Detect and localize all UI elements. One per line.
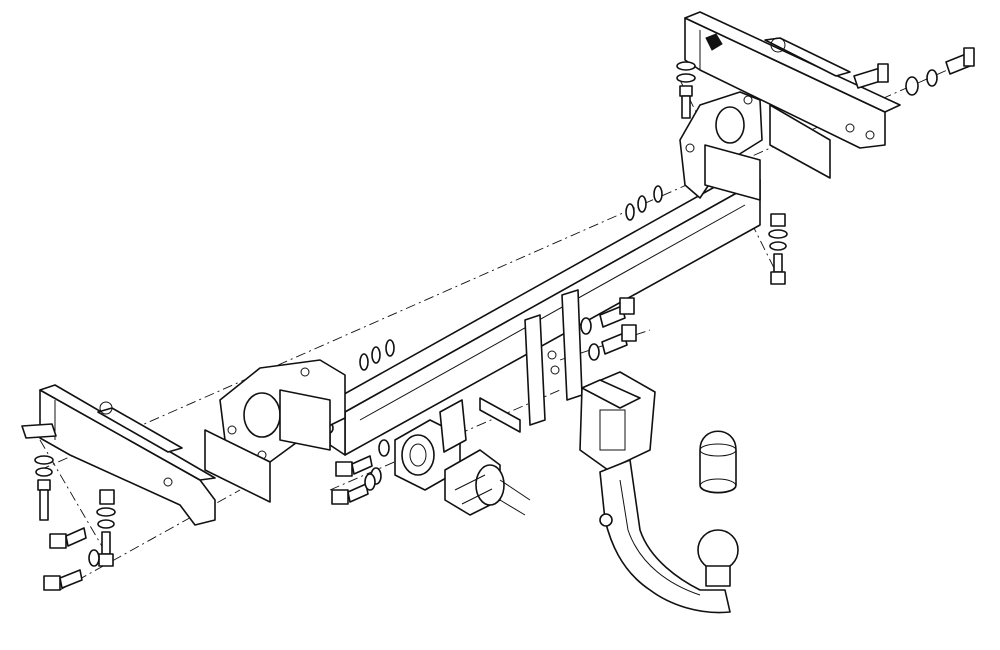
flat-washer-icon bbox=[34, 455, 54, 465]
left-hardware-group bbox=[34, 455, 116, 591]
hex-bolt-icon bbox=[49, 527, 87, 549]
flat-washer-icon bbox=[905, 76, 919, 96]
flat-washer-icon bbox=[97, 519, 115, 529]
electrical-socket bbox=[444, 449, 531, 516]
flat-washer-icon bbox=[588, 343, 600, 361]
right-end-plate bbox=[679, 91, 763, 201]
hex-bolt-icon bbox=[43, 569, 83, 591]
right-hardware-group bbox=[676, 47, 975, 285]
main-cross-tube bbox=[320, 169, 761, 456]
tube-spacer-rings bbox=[359, 185, 663, 371]
hex-nut-icon bbox=[99, 489, 115, 505]
hex-bolt-icon bbox=[679, 85, 693, 119]
hex-bolt-icon bbox=[601, 324, 637, 355]
hex-bolt-icon bbox=[853, 63, 889, 89]
towball-neck bbox=[599, 459, 731, 614]
left-side-bracket bbox=[21, 384, 216, 526]
flat-washer-icon bbox=[676, 61, 696, 71]
socket-bolts bbox=[331, 439, 390, 505]
flat-washer-icon bbox=[768, 229, 788, 239]
electric-socket-plate bbox=[394, 399, 467, 491]
hex-bolt-icon bbox=[335, 455, 373, 477]
hex-bolt-icon bbox=[770, 253, 786, 285]
left-spacer-plate bbox=[204, 429, 271, 503]
flat-washer-icon bbox=[96, 507, 116, 517]
center-bolt-hardware bbox=[580, 297, 637, 361]
towball bbox=[697, 529, 739, 587]
neck-receiver-block bbox=[579, 371, 656, 471]
left-end-plate bbox=[219, 359, 346, 463]
towball-cover bbox=[699, 430, 737, 494]
flat-washer-icon bbox=[769, 241, 787, 251]
flat-washer-icon bbox=[676, 73, 696, 83]
flat-washer-icon bbox=[580, 317, 592, 335]
flat-washer-icon bbox=[378, 439, 390, 457]
hex-bolt-icon bbox=[945, 47, 975, 75]
flat-washer-icon bbox=[35, 467, 53, 477]
hex-nut-icon bbox=[770, 213, 786, 227]
flat-washer-icon bbox=[926, 69, 938, 87]
hex-bolt-icon bbox=[98, 531, 114, 567]
hex-bolt-icon bbox=[599, 297, 635, 328]
right-side-bracket bbox=[684, 11, 901, 179]
hex-bolt-icon bbox=[37, 479, 51, 521]
hex-bolt-icon bbox=[331, 483, 369, 505]
flat-washer-icon bbox=[88, 549, 100, 567]
flat-washer-icon bbox=[364, 473, 376, 491]
